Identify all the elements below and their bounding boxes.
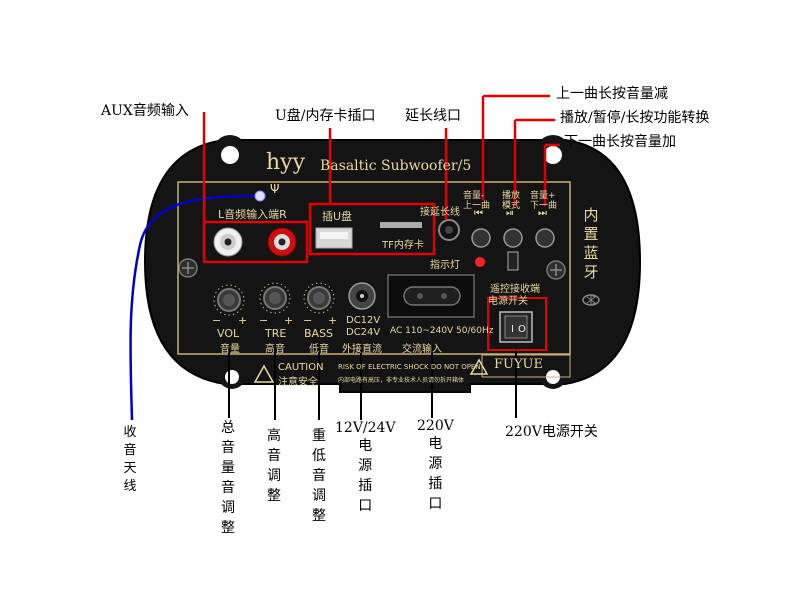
bass-plus: + <box>328 314 338 327</box>
tre-minus: − <box>259 314 269 327</box>
play-button-shape <box>503 228 523 248</box>
tre-plus: + <box>284 314 294 327</box>
callout-aux: AUX音频输入 <box>101 103 189 119</box>
aux-label: L音频输入端R <box>218 208 287 221</box>
vol-minus: − <box>212 314 222 327</box>
tf-card-slot <box>380 222 422 228</box>
rca-jack-right <box>267 227 297 257</box>
caution-title: CAUTION <box>278 362 324 373</box>
bass-label-en: BASS <box>304 327 334 340</box>
prev-button-shape <box>471 228 491 248</box>
dc-caption: 外接直流 <box>342 344 382 355</box>
side-label: 内置蓝牙 <box>583 206 599 281</box>
callout-antenna: 收音天线 <box>123 425 137 494</box>
dc-jack <box>348 282 376 310</box>
antenna-terminal <box>254 190 266 202</box>
callout-next: 下一曲长按音量加 <box>564 134 676 150</box>
bass-knob-shape <box>303 282 335 314</box>
callout-bass: 重低音调整 <box>312 428 326 524</box>
aux-callout-box <box>202 220 309 264</box>
callout-ext: 延长线口 <box>405 108 461 124</box>
brand-model: Basaltic Subwoofer/5 <box>320 158 472 174</box>
bass-label-cn: 低音 <box>309 344 329 355</box>
remote-label: 遥控接收端 <box>490 284 540 295</box>
brand-logo: hyy <box>266 150 306 175</box>
bluetooth-icon <box>582 294 600 306</box>
caution-cn: 注意安全 <box>278 377 318 388</box>
callout-prev: 上一曲长按音量减 <box>556 86 668 102</box>
antenna-wire <box>129 194 259 421</box>
next-bottom-label: 下一曲 <box>530 201 558 211</box>
warning-cn: 内部电路有高压，非专业技术人员请勿拆开箱体 <box>338 377 465 384</box>
play-top-label: 播放 <box>502 191 521 201</box>
ac-socket <box>387 274 475 318</box>
dc24-label: DC24V <box>346 327 381 338</box>
ac-spec: AC 110~240V 50/60Hz <box>390 326 494 336</box>
maker-logo: FUYUE <box>494 357 544 372</box>
callout-play: 播放/暂停/长按功能转换 <box>560 110 710 126</box>
play-bottom-label: 模式 <box>502 201 521 211</box>
bottom-leaders <box>228 345 517 420</box>
bass-minus: − <box>303 314 313 327</box>
svg-text:O: O <box>518 324 526 335</box>
next-top-label: 音量+ <box>530 191 556 201</box>
ir-receiver <box>507 251 519 271</box>
usb-callout-box <box>308 202 436 256</box>
switch-label: 电源开关 <box>488 296 528 307</box>
ext-label: 接延长线 <box>420 207 460 218</box>
callout-usb: U盘/内存卡插口 <box>275 108 376 124</box>
tre-knob-shape <box>259 282 291 314</box>
vol-label-cn: 音量 <box>220 344 240 355</box>
vol-knob-shape <box>213 284 245 316</box>
svg-text:I: I <box>511 324 514 335</box>
warning-en: RISK OF ELECTRIC SHOCK DO NOT OPEN <box>338 363 481 371</box>
caution-triangle-right <box>469 358 489 375</box>
prev-icon: ⏮ <box>474 208 483 219</box>
callout-tre: 高音调整 <box>267 428 281 504</box>
callout-leaders <box>202 94 560 222</box>
tre-label-en: TRE <box>265 327 287 340</box>
next-icon: ⏭ <box>538 208 547 219</box>
indicator-label: 指示灯 <box>430 260 460 271</box>
ac-caption: 交流输入 <box>402 344 442 355</box>
prev-bottom-label: 上一曲 <box>463 201 491 211</box>
play-pause-icon: ⏯ <box>506 208 514 219</box>
next-button-shape <box>535 228 555 248</box>
vol-label-en: VOL <box>217 327 240 340</box>
panel-frame <box>177 181 571 355</box>
caution-triangle-left <box>253 364 275 383</box>
tf-label: TF内存卡 <box>382 240 424 251</box>
tre-label-cn: 高音 <box>265 344 285 355</box>
prev-top-label: 音量- <box>463 191 485 201</box>
rca-jack-left <box>213 227 243 257</box>
antenna-symbol: Ψ <box>270 182 280 196</box>
callout-switch: 220V电源开关 <box>505 424 598 440</box>
vol-plus: + <box>238 314 248 327</box>
callout-vol: 总音量音调整 <box>221 420 235 536</box>
dc12-label: DC12V <box>346 315 381 326</box>
usb-label: 插U盘 <box>322 210 353 223</box>
indicator-led <box>475 257 485 267</box>
